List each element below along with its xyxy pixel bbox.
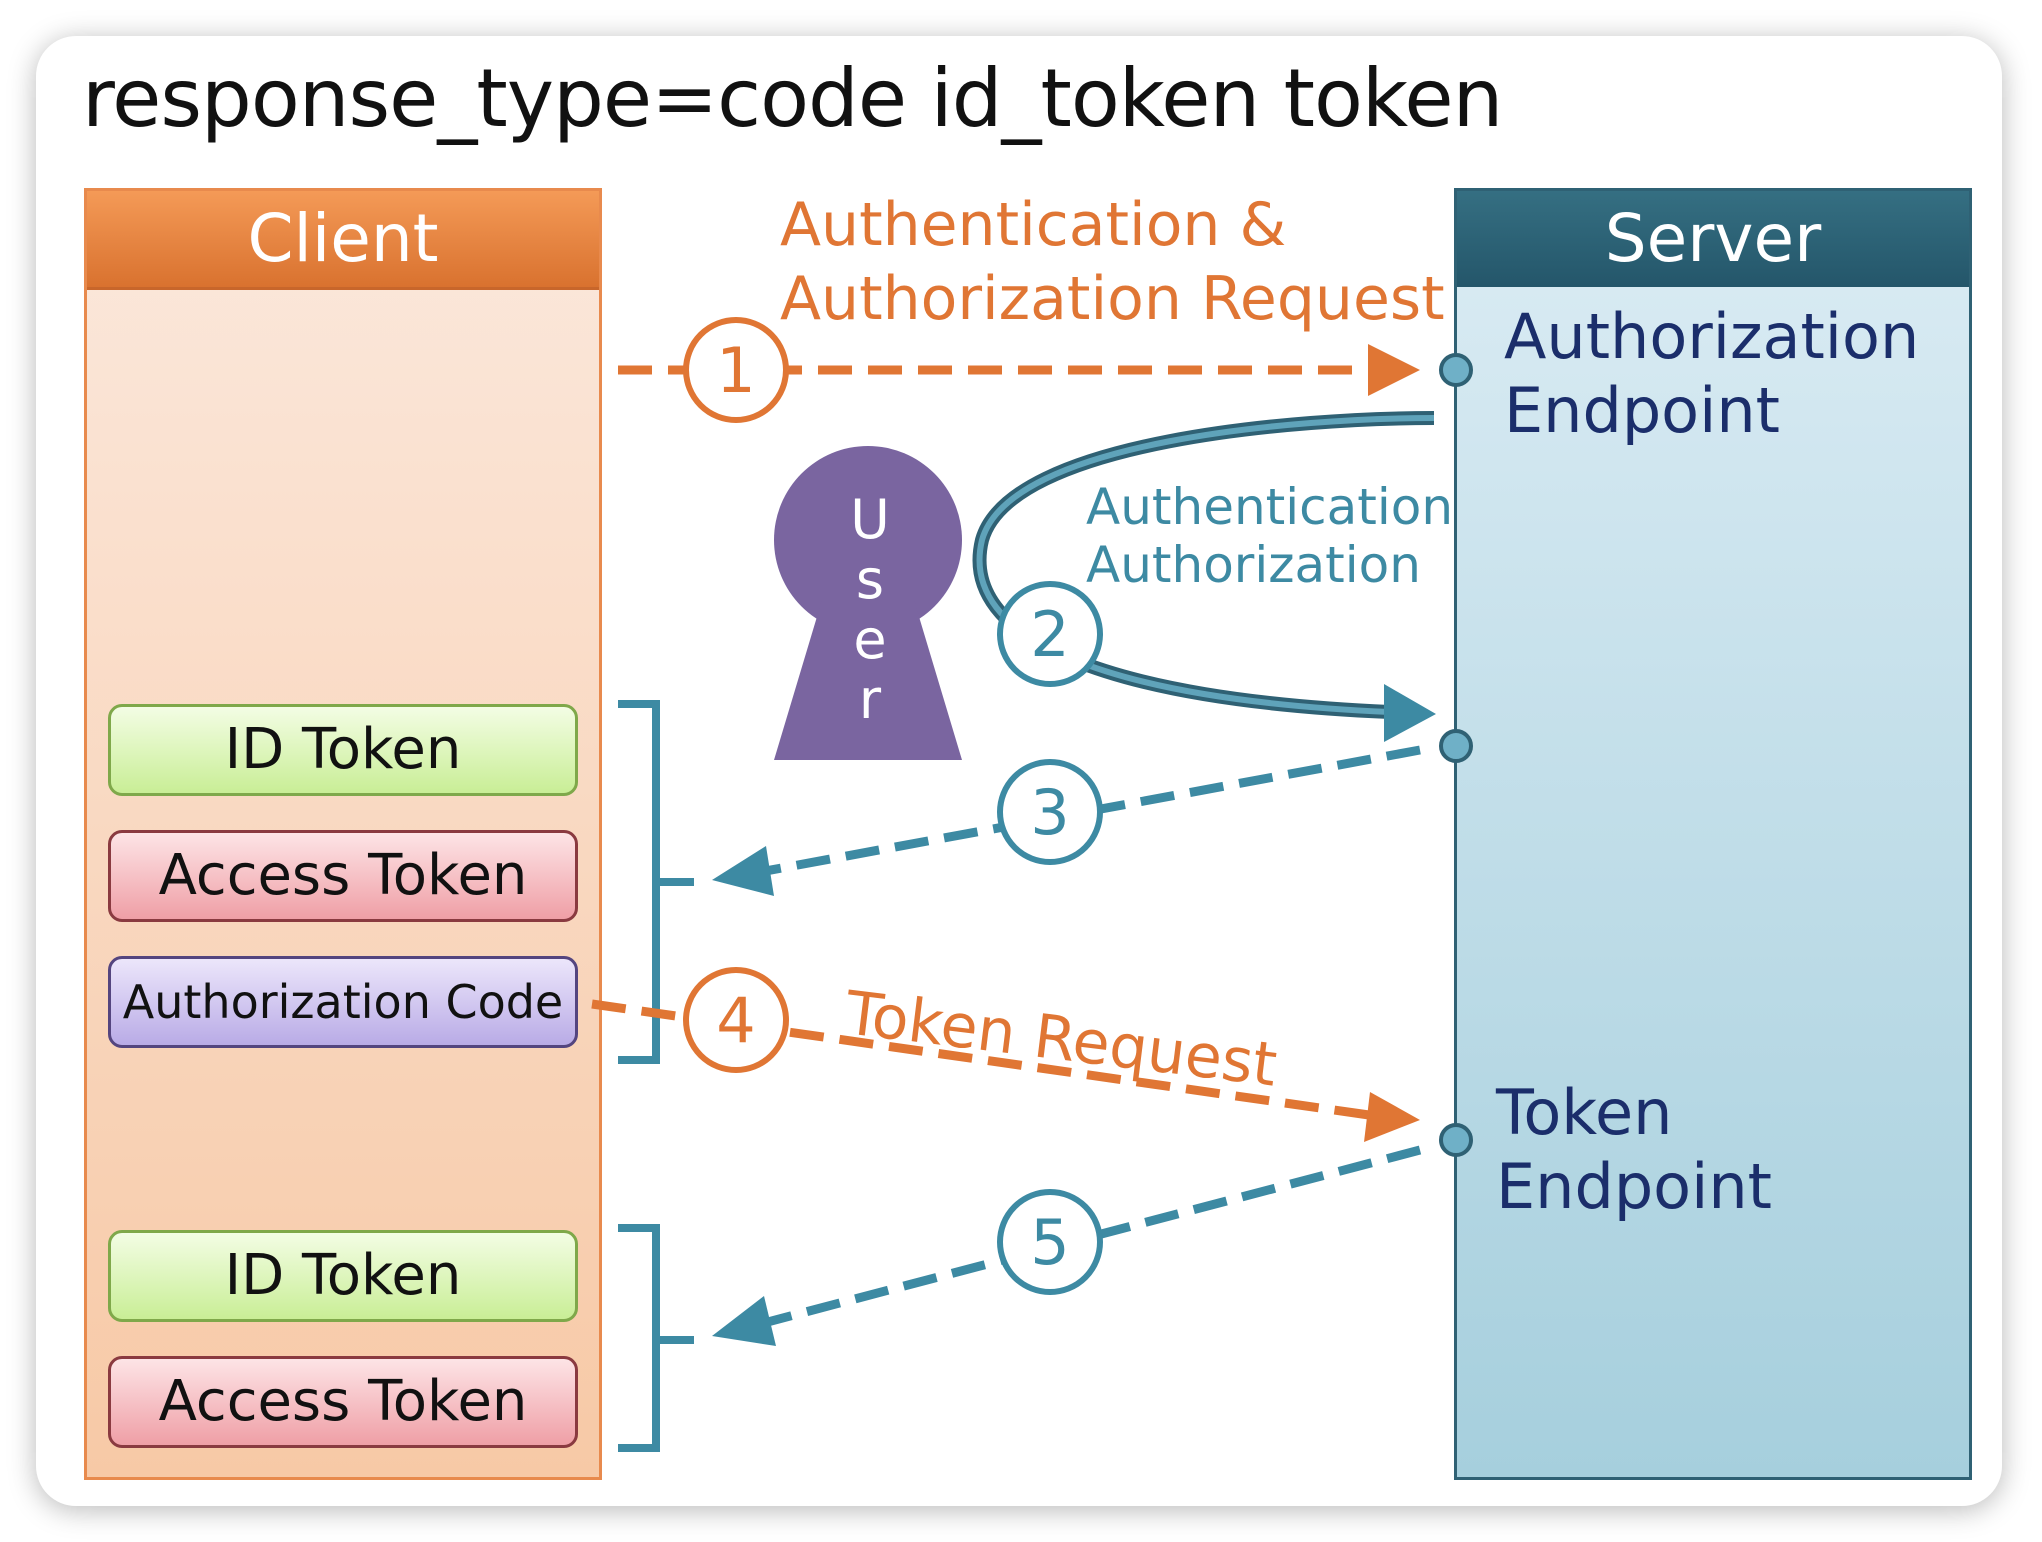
step4-arrowhead (1364, 1092, 1420, 1142)
id-token-box-1: ID Token (108, 704, 578, 796)
step-circle-3: 3 (997, 759, 1103, 865)
diagram-title: response_type=code id_token token (82, 52, 1503, 145)
bracket-group-1 (618, 700, 694, 1064)
id-token-box-2: ID Token (108, 1230, 578, 1322)
endpoint-dot-response (1439, 729, 1473, 763)
user-letter-u: U (850, 488, 890, 551)
authorization-code-box: Authorization Code (108, 956, 578, 1048)
access-token-box-1: Access Token (108, 830, 578, 922)
client-header: Client (87, 191, 599, 290)
step1-arrowhead (1368, 344, 1420, 396)
step5-arrow-line (758, 1145, 1422, 1329)
step3-arrowhead (712, 846, 774, 896)
auth-request-label: Authentication & Authorization Request (780, 190, 1445, 334)
step-number-2: 2 (1030, 598, 1069, 671)
step-number-4: 4 (716, 984, 755, 1057)
user-icon: U s e r (774, 446, 962, 760)
step2-arrowhead (1384, 684, 1436, 742)
user-letter-s: s (856, 548, 884, 611)
step-circle-4: 4 (683, 967, 789, 1073)
step3-arrow-line (759, 745, 1421, 877)
server-header: Server (1457, 191, 1969, 287)
step-circle-5: 5 (997, 1189, 1103, 1295)
authorization-endpoint-label: Authorization Endpoint (1504, 300, 1920, 447)
step-number-1: 1 (716, 334, 755, 407)
step-number-3: 3 (1030, 776, 1069, 849)
step-circle-2: 2 (997, 581, 1103, 687)
access-token-box-2: Access Token (108, 1356, 578, 1448)
user-letter-r: r (859, 668, 882, 731)
endpoint-dot-token (1439, 1123, 1473, 1157)
step5-arrowhead (712, 1296, 776, 1346)
token-endpoint-label: Token Endpoint (1496, 1076, 1772, 1223)
bracket-group-2 (618, 1224, 694, 1452)
server-panel: Server (1454, 188, 1972, 1480)
step-circle-1: 1 (683, 317, 789, 423)
step-number-5: 5 (1030, 1206, 1069, 1279)
endpoint-dot-authorization (1439, 353, 1473, 387)
authentication-authorization-label: Authentication Authorization (1086, 478, 1454, 594)
user-letter-e: e (853, 608, 886, 671)
